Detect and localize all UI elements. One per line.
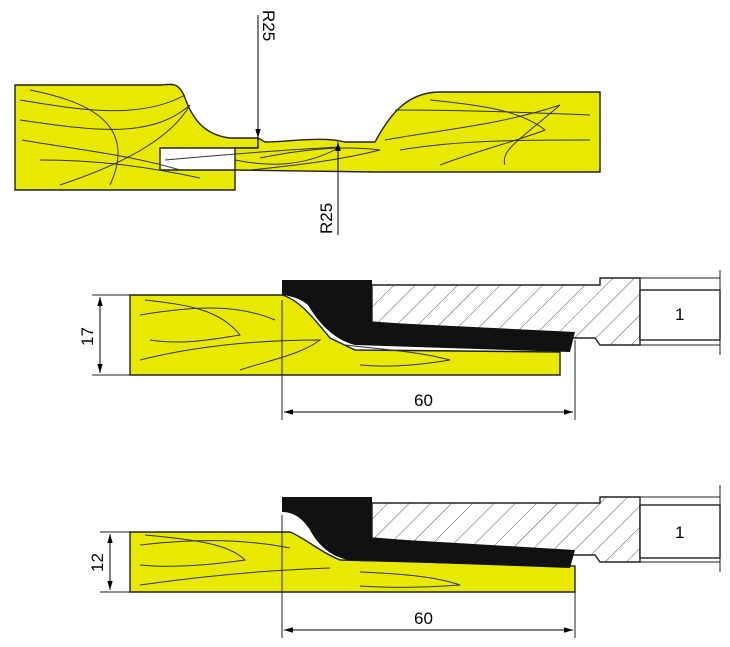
profile-b-spindle bbox=[639, 504, 721, 559]
top-right-workpiece bbox=[234, 91, 601, 173]
top-joint-view: R25 R25 bbox=[14, 10, 601, 235]
profile-b-width: 60 bbox=[414, 609, 433, 628]
profile-a-thickness: 17 bbox=[78, 327, 97, 346]
top-left-workpiece bbox=[14, 83, 259, 191]
profile-a: 1 17 60 bbox=[78, 270, 721, 420]
profile-a-grain bbox=[139, 299, 451, 371]
top-grain bbox=[19, 89, 591, 186]
profile-b: 1 12 60 bbox=[88, 485, 721, 638]
radius-label-lower: R25 bbox=[317, 203, 336, 234]
profile-a-spindle bbox=[639, 289, 721, 341]
profile-a-cutter-edge bbox=[282, 280, 575, 352]
profile-b-thickness: 12 bbox=[88, 553, 107, 572]
radius-label-upper: R25 bbox=[259, 10, 278, 41]
profile-a-tool-number: 1 bbox=[675, 305, 684, 324]
profile-b-cutter-edge bbox=[282, 497, 575, 568]
profile-b-tool-number: 1 bbox=[675, 523, 684, 542]
profile-b-grain bbox=[139, 534, 461, 588]
profile-a-width: 60 bbox=[414, 391, 433, 410]
profile-a-workpiece bbox=[129, 294, 561, 376]
